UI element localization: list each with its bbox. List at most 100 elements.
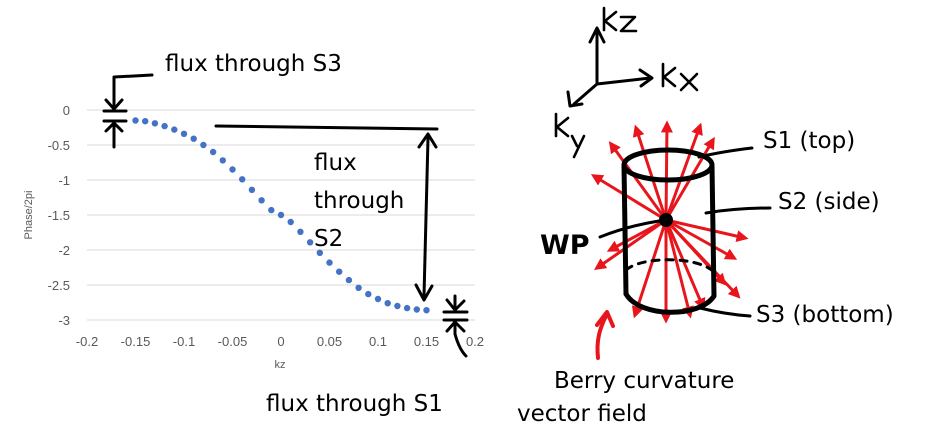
berry-curvature-arrow <box>590 174 668 222</box>
data-point <box>365 290 372 298</box>
caption-line1: Berry curvature <box>554 368 734 394</box>
kx-arrowhead <box>638 68 654 88</box>
data-point <box>394 302 401 310</box>
weyl-point-dot <box>659 213 673 227</box>
data-point <box>374 295 382 303</box>
s3-leader <box>698 306 752 318</box>
berry-curvature-arrow <box>660 120 673 222</box>
flux-s3-leader <box>112 73 154 107</box>
flux-s3-arrow-down <box>104 98 124 111</box>
y-tick-label: -0.5 <box>48 138 70 153</box>
x-tick-label: 0 <box>277 334 284 349</box>
flux-s1-arrow-up <box>445 320 468 358</box>
data-point <box>287 218 294 226</box>
s1-label: S1 (top) <box>763 128 855 154</box>
ky-axis <box>572 82 599 106</box>
x-tick-label: 0.15 <box>414 334 439 349</box>
data-point <box>326 259 333 266</box>
flux-s1-arrow-down <box>445 294 466 312</box>
berry-curvature-arrow <box>632 124 668 222</box>
x-axis-label: kz <box>275 359 286 371</box>
data-point <box>161 122 168 130</box>
berry-curvature-arrow <box>664 218 738 260</box>
data-point <box>171 126 178 133</box>
data-point <box>268 206 275 214</box>
flux-s2-label-line3: S2 <box>314 226 343 252</box>
flux-s2-arrowhead-top <box>417 132 438 149</box>
y-tick-labels: 0-0.5-1-1.5-2-2.5-3 <box>48 103 70 328</box>
data-point <box>229 166 236 173</box>
x-tick-label: 0.05 <box>317 334 342 349</box>
s2-label: S2 (side) <box>778 189 880 215</box>
weyl-point-diagram: WP S1 (top) S2 (side) S3 (bottom) Berry … <box>517 6 894 427</box>
s1-leader <box>697 146 754 159</box>
data-point <box>355 284 362 291</box>
ky-axis-label <box>554 112 586 159</box>
data-point <box>423 307 430 314</box>
data-point <box>258 197 265 204</box>
data-point <box>306 239 314 246</box>
berry-curvature-arrow <box>606 218 668 252</box>
data-points <box>132 117 430 314</box>
y-tick-label: -1 <box>58 173 70 188</box>
wp-pointer <box>598 219 661 239</box>
x-tick-label: -0.2 <box>76 334 98 349</box>
enclosing-cylinder <box>621 147 717 315</box>
y-axis-label: Phase/2pi <box>23 191 35 240</box>
berry-curvature-arrow <box>664 218 706 311</box>
berry-curvature-arrows <box>590 120 749 324</box>
cylinder-bottom-back <box>624 258 716 274</box>
data-point <box>413 306 420 313</box>
caption-pointer <box>595 314 608 360</box>
data-point <box>384 300 391 307</box>
data-point <box>248 186 256 193</box>
data-point <box>219 157 226 164</box>
data-point <box>297 228 304 235</box>
caption-pointer-head <box>595 310 615 328</box>
berry-curvature-arrow <box>664 218 694 319</box>
kx-axis-label <box>661 62 699 92</box>
berry-curvature-arrow <box>664 122 703 222</box>
flux-s2-top-line <box>214 124 439 131</box>
y-tick-label: -3 <box>58 313 70 328</box>
data-point <box>277 211 285 219</box>
flux-s2-label-line2: through <box>314 188 404 214</box>
y-tick-label: -2.5 <box>48 278 70 293</box>
berry-curvature-arrow <box>664 218 749 242</box>
flux-s3-arrow-up <box>104 121 124 149</box>
x-tick-label: 0.1 <box>369 334 387 349</box>
y-tick-label: -2 <box>58 243 70 258</box>
data-point <box>316 249 323 256</box>
data-point <box>345 276 353 284</box>
data-point <box>132 117 139 124</box>
berry-curvature-arrow <box>594 218 668 271</box>
data-point <box>151 120 159 127</box>
caption-line2: vector field <box>517 401 647 427</box>
kx-axis <box>595 76 652 86</box>
data-point <box>336 268 343 275</box>
chart-gridlines <box>87 109 475 321</box>
ky-arrowhead <box>566 90 584 108</box>
berry-curvature-arrow <box>631 218 668 319</box>
s2-leader <box>704 206 772 215</box>
x-tick-label: -0.05 <box>218 334 248 349</box>
cylinder-bottom-front <box>623 291 717 315</box>
x-tick-label: 0.2 <box>466 334 484 349</box>
wp-label: WP <box>540 230 590 261</box>
flux-s2-vertical-arrow <box>422 136 430 298</box>
x-tick-label: -0.1 <box>173 334 195 349</box>
data-point <box>403 304 411 312</box>
data-point <box>180 130 188 137</box>
momentum-axes <box>554 6 699 159</box>
data-point <box>239 176 246 183</box>
data-point <box>142 118 149 125</box>
kz-axis-label <box>602 6 638 33</box>
s3-label: S3 (bottom) <box>756 302 894 328</box>
data-point <box>200 141 207 149</box>
y-tick-label: 0 <box>63 103 70 118</box>
chart-annotations: flux through S3 flux through S2 flux thr… <box>102 51 469 417</box>
data-point <box>209 148 217 156</box>
